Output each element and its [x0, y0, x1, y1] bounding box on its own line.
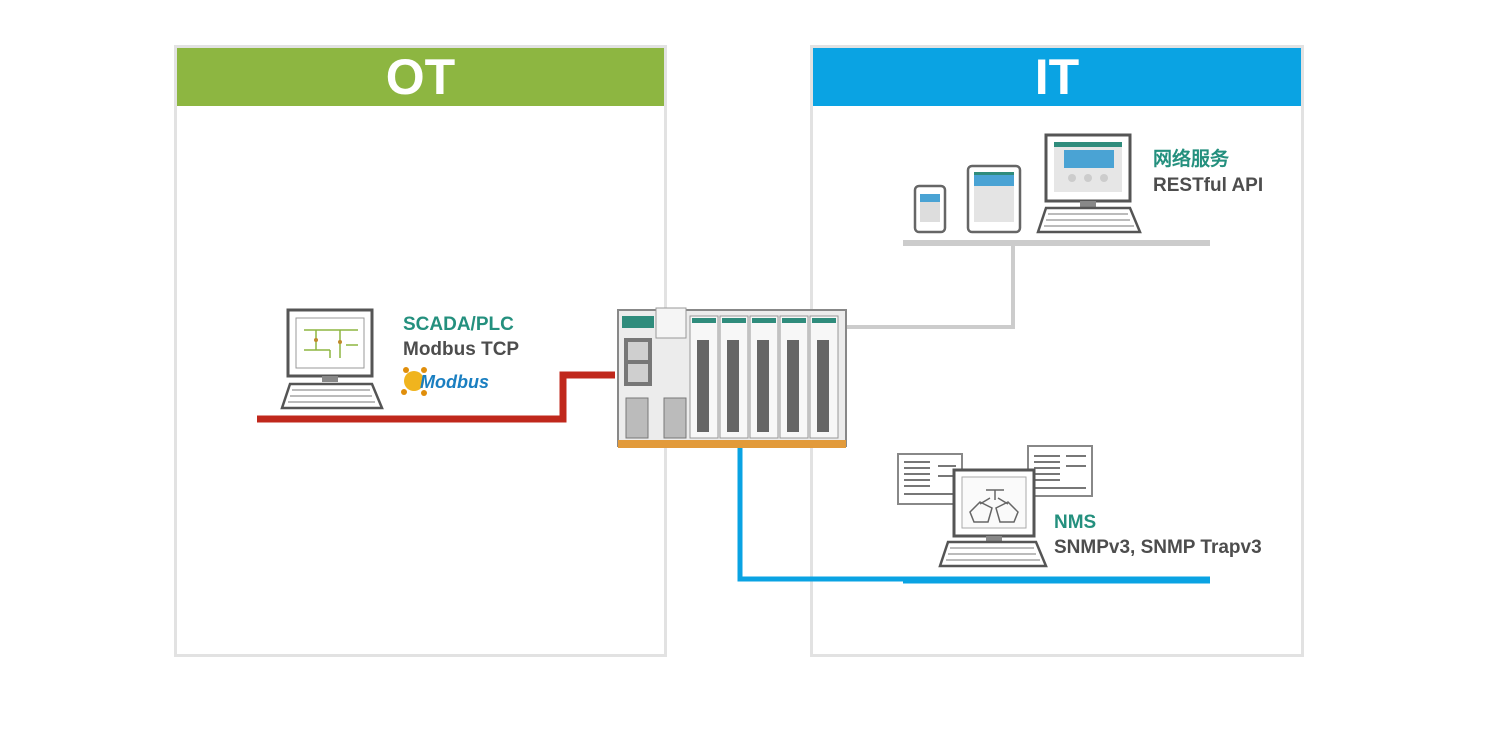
nms-title: NMS — [1054, 512, 1097, 533]
modular-controller-icon — [617, 307, 847, 448]
modbus-logo: Modbus — [420, 372, 489, 392]
smartphone-icon — [913, 184, 947, 234]
computer-icon — [280, 308, 384, 410]
modbus-tcp-label: Modbus TCP — [403, 339, 520, 360]
ot-link-line — [257, 371, 615, 423]
it-zone-header: IT — [813, 48, 1301, 106]
ot-zone: OT — [174, 45, 667, 657]
snmp-label: SNMPv3, SNMP Trapv3 — [1054, 537, 1262, 558]
ot-zone-header: OT — [177, 48, 664, 106]
scada-plc-title: SCADA/PLC — [403, 314, 514, 335]
desktop-icon — [1036, 133, 1142, 234]
modbus-logo-emblem — [401, 367, 427, 396]
web-services-title: 网络服务 — [1153, 149, 1230, 170]
restful-api-label: RESTful API — [1153, 175, 1264, 196]
web-link-line — [846, 243, 1015, 329]
tablet-icon — [966, 164, 1022, 234]
nms-workstation-icon — [897, 445, 1093, 568]
